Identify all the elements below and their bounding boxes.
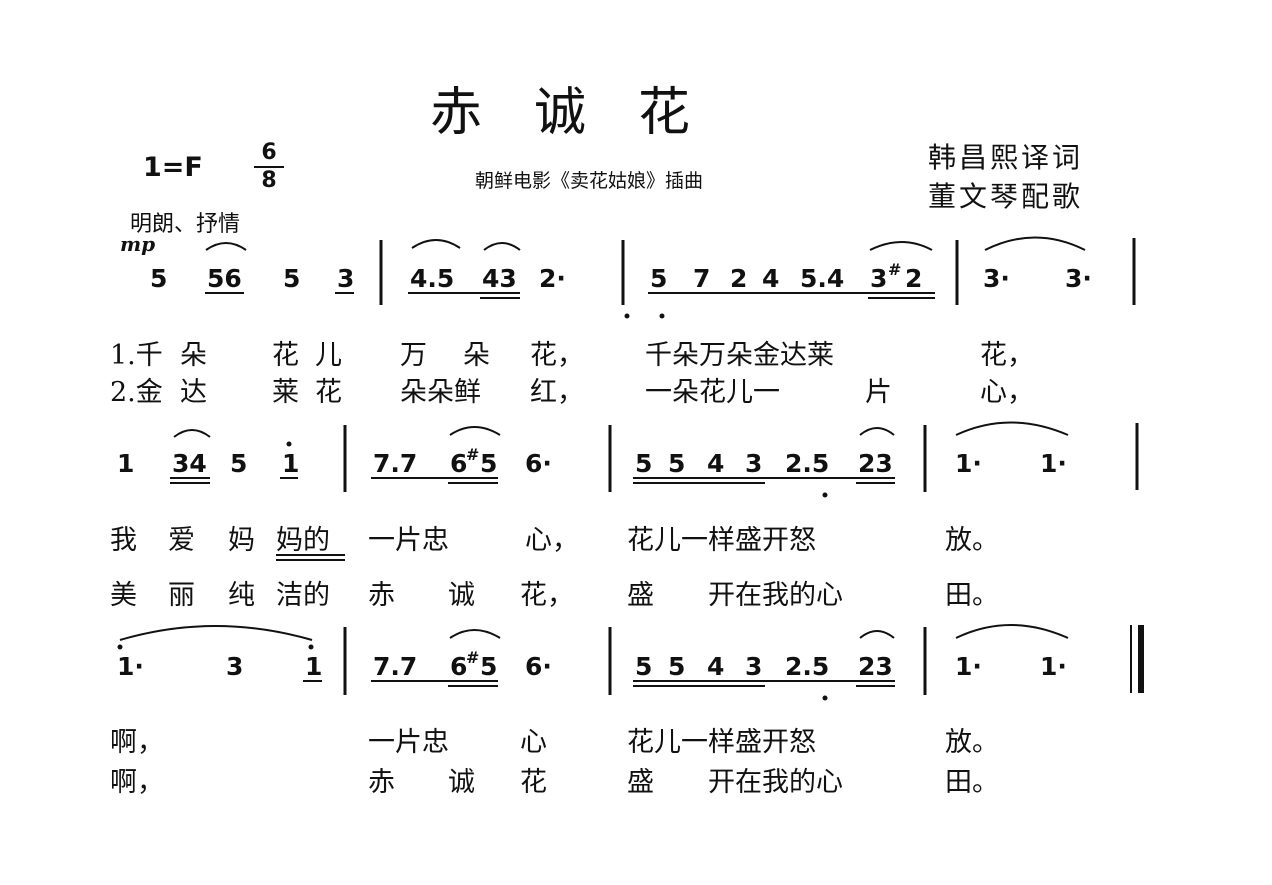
svg-text:1·: 1·: [1040, 652, 1067, 681]
tempo-marking: 明朗、抒情: [130, 212, 241, 237]
svg-text:1·: 1·: [955, 449, 982, 478]
svg-text:7.7: 7.7: [373, 449, 417, 478]
svg-text:23: 23: [858, 449, 893, 478]
svg-text:2: 2: [730, 264, 747, 293]
meter-denominator: 8: [261, 168, 277, 193]
svg-text:3·: 3·: [983, 264, 1010, 293]
svg-text:5: 5: [480, 449, 497, 478]
svg-text:5: 5: [150, 264, 167, 293]
svg-text:5: 5: [230, 449, 247, 478]
svg-text:4.5: 4.5: [410, 264, 454, 293]
svg-text:3: 3: [745, 449, 762, 478]
svg-text:1: 1: [305, 652, 322, 681]
meter-bar: [254, 166, 284, 168]
svg-text:6: 6: [450, 652, 467, 681]
svg-text:7: 7: [693, 264, 710, 293]
svg-text:3: 3: [870, 264, 887, 293]
svg-text:56: 56: [207, 264, 242, 293]
svg-text:2·: 2·: [539, 264, 566, 293]
lyricist-credit: 韩昌熙译词: [928, 141, 1084, 174]
svg-text:#: #: [466, 648, 479, 667]
dynamic-marking: mp: [120, 232, 156, 256]
arranger-credit: 董文琴配歌: [928, 180, 1084, 213]
svg-text:#: #: [466, 445, 479, 464]
svg-text:1·: 1·: [955, 652, 982, 681]
svg-text:5: 5: [650, 264, 667, 293]
svg-text:5: 5: [635, 652, 652, 681]
svg-text:5: 5: [635, 449, 652, 478]
meter-numerator: 6: [261, 140, 277, 165]
svg-text:7.7: 7.7: [373, 652, 417, 681]
svg-text:3·: 3·: [1065, 264, 1092, 293]
svg-text:1: 1: [282, 449, 299, 478]
svg-text:6·: 6·: [525, 652, 552, 681]
svg-text:2.5: 2.5: [785, 449, 829, 478]
svg-text:23: 23: [858, 652, 893, 681]
svg-text:#: #: [888, 260, 901, 279]
svg-text:3: 3: [745, 652, 762, 681]
svg-text:43: 43: [482, 264, 517, 293]
svg-text:6·: 6·: [525, 449, 552, 478]
time-signature: 6 8: [252, 142, 286, 192]
svg-text:1: 1: [117, 449, 134, 478]
svg-text:1·: 1·: [117, 652, 144, 681]
svg-text:5: 5: [668, 449, 685, 478]
subtitle: 朝鲜电影《卖花姑娘》插曲: [475, 170, 704, 192]
svg-text:5: 5: [480, 652, 497, 681]
svg-text:2.5: 2.5: [785, 652, 829, 681]
key-signature: 1=F: [143, 152, 203, 183]
svg-text:4: 4: [762, 264, 779, 293]
svg-text:5: 5: [668, 652, 685, 681]
svg-text:3: 3: [226, 652, 243, 681]
svg-text:4: 4: [707, 449, 724, 478]
svg-text:3: 3: [337, 264, 354, 293]
svg-text:5.4: 5.4: [800, 264, 844, 293]
svg-text:5: 5: [283, 264, 300, 293]
svg-text:2: 2: [905, 264, 922, 293]
svg-text:4: 4: [707, 652, 724, 681]
svg-text:34: 34: [172, 449, 207, 478]
svg-text:6: 6: [450, 449, 467, 478]
song-title: 赤诚花: [430, 83, 743, 143]
svg-text:1·: 1·: [1040, 449, 1067, 478]
